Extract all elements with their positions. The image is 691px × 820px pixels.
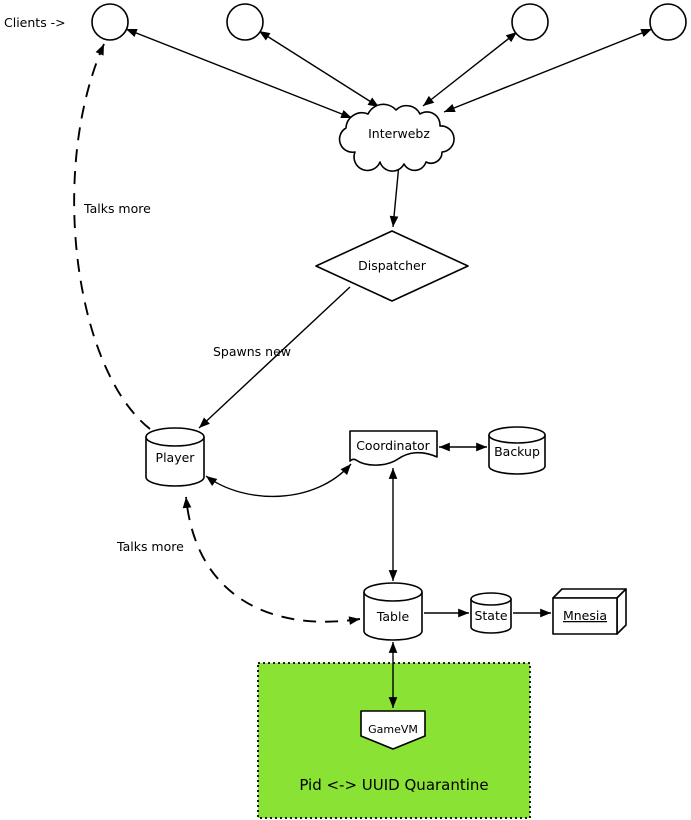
table-label: Table (376, 609, 410, 624)
client-node-2 (226, 3, 264, 41)
mnesia-box-side (616, 588, 627, 635)
client-node-3 (511, 3, 549, 41)
node-gamevm: GameVM (360, 710, 426, 750)
edges (73, 28, 653, 708)
node-table: Table (363, 582, 423, 641)
backup-cylinder-top (488, 426, 546, 444)
edge-client3-interwebz (422, 31, 518, 107)
edge-player-coordinator (205, 463, 352, 498)
spawns-new-label: Spawns new (213, 344, 291, 359)
backup-cylinder-body (488, 435, 546, 475)
player-label: Player (156, 450, 196, 465)
node-dispatcher: Dispatcher (315, 230, 469, 302)
annotations: Clients -> Talks more Spawns new Talks m… (4, 15, 291, 554)
mnesia-box-front (552, 597, 618, 635)
coordinator-shape (349, 430, 438, 466)
edge-talks-more-upper (73, 43, 151, 430)
state-cylinder-body (470, 599, 512, 634)
edge-client2-interwebz (258, 30, 380, 108)
edge-dispatcher-player (198, 286, 351, 429)
node-backup: Backup (488, 426, 546, 475)
node-state: State (470, 592, 512, 634)
player-cylinder-top (145, 427, 205, 447)
mnesia-label: Mnesia (563, 608, 607, 623)
mnesia-box-top (552, 588, 627, 599)
diamond-shape (315, 230, 469, 302)
interwebz-label: Interwebz (368, 126, 430, 141)
edge-interwebz-dispatcher (389, 163, 400, 228)
client-node-4 (649, 3, 687, 41)
quarantine-label: Pid <-> UUID Quarantine (299, 776, 488, 794)
edge-client1-interwebz (125, 28, 353, 119)
clients-pointer-label: Clients -> (4, 15, 66, 30)
node-coordinator: Coordinator (349, 430, 438, 466)
table-cylinder-top (363, 582, 423, 602)
node-mnesia: Mnesia (552, 588, 627, 635)
node-player: Player (145, 427, 205, 487)
dispatcher-label: Dispatcher (358, 258, 427, 273)
coordinator-label: Coordinator (356, 438, 430, 453)
client-node-1 (91, 3, 129, 41)
gamevm-shape (360, 710, 426, 750)
table-cylinder-body (363, 592, 423, 641)
backup-label: Backup (494, 444, 540, 459)
talks-more-upper-label: Talks more (83, 201, 151, 216)
state-label: State (474, 608, 507, 623)
clients (91, 3, 687, 41)
edge-client4-interwebz (443, 28, 653, 113)
player-cylinder-body (145, 437, 205, 487)
state-cylinder-top (470, 592, 512, 606)
cloud-shape (338, 103, 455, 172)
gamevm-label: GameVM (368, 723, 418, 736)
edge-talks-more-lower (182, 496, 361, 625)
node-interwebz: Interwebz (338, 103, 455, 172)
talks-more-lower-label: Talks more (116, 539, 184, 554)
